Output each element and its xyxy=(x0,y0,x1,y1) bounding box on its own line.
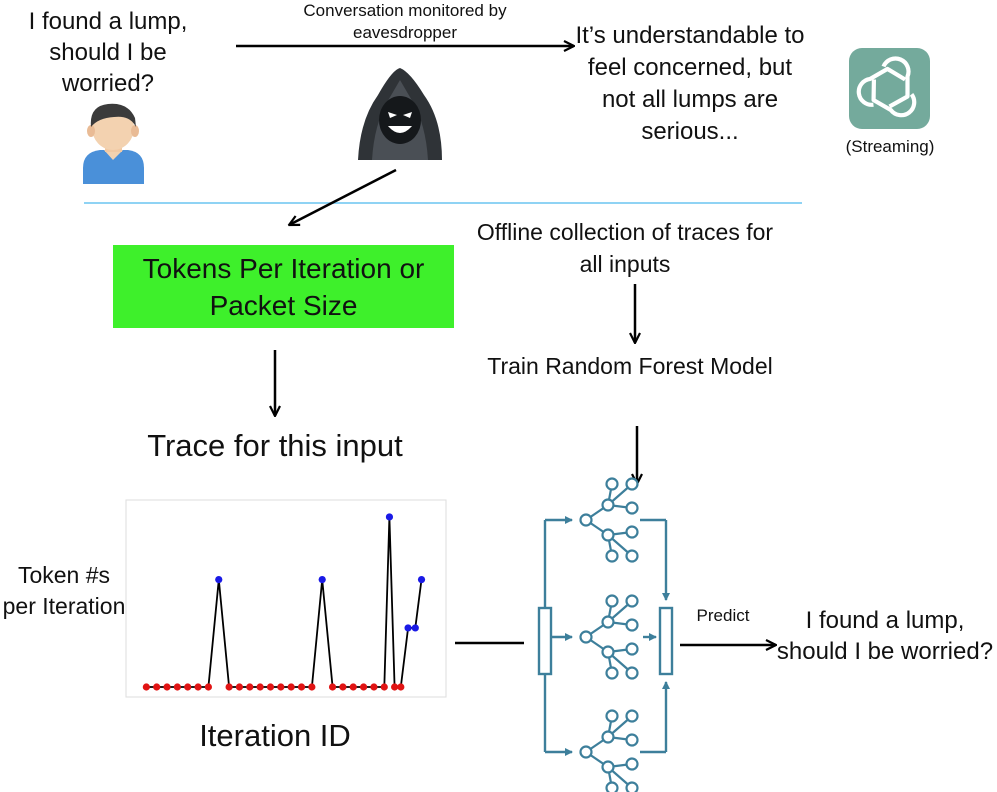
trace-point xyxy=(308,683,316,691)
random-forest-icon xyxy=(537,477,674,792)
trace-point xyxy=(328,683,337,691)
streaming-label: (Streaming) xyxy=(845,137,935,156)
monitor-label: Conversation monitored by eavesdropper xyxy=(303,1,507,42)
trace-point xyxy=(256,683,264,691)
tree-node xyxy=(625,709,639,723)
user-avatar-icon xyxy=(83,103,144,184)
trace-point xyxy=(194,683,202,691)
trace-point xyxy=(246,683,254,691)
trace-point xyxy=(142,683,150,691)
tree-node xyxy=(601,760,615,774)
trace-point xyxy=(417,576,426,584)
trace-point xyxy=(225,683,233,691)
tree-node xyxy=(601,498,615,512)
tree-node xyxy=(605,666,619,680)
tree-node xyxy=(625,618,639,632)
trace-point xyxy=(411,624,419,632)
trace-point xyxy=(397,683,405,691)
tree-node xyxy=(605,594,619,608)
tree-node xyxy=(625,757,639,771)
tree-node xyxy=(579,745,593,759)
predicted-output: I found a lump, should I be worried? xyxy=(776,607,994,665)
tree-node xyxy=(625,666,639,680)
trace-point xyxy=(297,683,306,691)
chart-y-label: Token #s per Iteration xyxy=(2,562,126,619)
tree-node xyxy=(625,549,639,563)
offline-collection-text: Offline collection of traces for all inp… xyxy=(476,219,774,277)
eavesdropper-icon xyxy=(358,68,442,160)
chart-x-label: Iteration ID xyxy=(199,718,351,753)
tree-node xyxy=(625,781,639,792)
train-model-text: Train Random Forest Model xyxy=(487,353,773,379)
tree-node xyxy=(605,477,619,491)
trace-point xyxy=(385,513,394,521)
tree-node xyxy=(579,630,593,644)
trace-chart xyxy=(125,499,447,698)
tree-node xyxy=(601,645,615,659)
forest-input-bar xyxy=(537,606,553,676)
predict-label: Predict xyxy=(696,606,750,625)
trace-point xyxy=(404,624,412,632)
tree-node xyxy=(625,594,639,608)
trace-point xyxy=(163,683,171,691)
user-question: I found a lump, should I be worried? xyxy=(28,8,188,97)
tree-node xyxy=(625,642,639,656)
tree-node xyxy=(625,501,639,515)
tree-node xyxy=(601,528,615,542)
tree-node xyxy=(625,733,639,747)
tree-node xyxy=(625,525,639,539)
trace-point xyxy=(380,683,388,691)
openai-model-icon xyxy=(849,48,930,129)
trace-point xyxy=(359,683,368,691)
tree-node xyxy=(601,615,615,629)
trace-point xyxy=(266,683,275,691)
trace-point xyxy=(173,683,181,691)
forest-output-bar xyxy=(658,606,674,676)
trace-point xyxy=(153,683,161,691)
trace-title: Trace for this input xyxy=(147,428,403,463)
tree-node xyxy=(625,477,639,491)
eavesdrop-arrow xyxy=(289,168,397,225)
trace-point xyxy=(370,683,378,691)
tree-node xyxy=(601,730,615,744)
trace-point xyxy=(184,683,192,691)
chart-frame xyxy=(125,499,447,698)
trace-point xyxy=(391,683,399,691)
trace-point xyxy=(318,576,326,584)
trace-point xyxy=(277,683,285,691)
trace-point xyxy=(287,683,295,691)
feature-box: Tokens Per Iteration or Packet Size xyxy=(113,245,454,328)
trace-point xyxy=(349,683,357,691)
tree-node xyxy=(579,513,593,527)
tree-node xyxy=(605,709,619,723)
trace-point xyxy=(339,683,347,691)
tree-node xyxy=(605,781,619,792)
response-text: It’s understandable to feel concerned, b… xyxy=(575,22,805,145)
tree-node xyxy=(605,549,619,563)
trace-point xyxy=(215,576,223,584)
trace-point xyxy=(235,683,244,691)
trace-point xyxy=(204,683,213,691)
